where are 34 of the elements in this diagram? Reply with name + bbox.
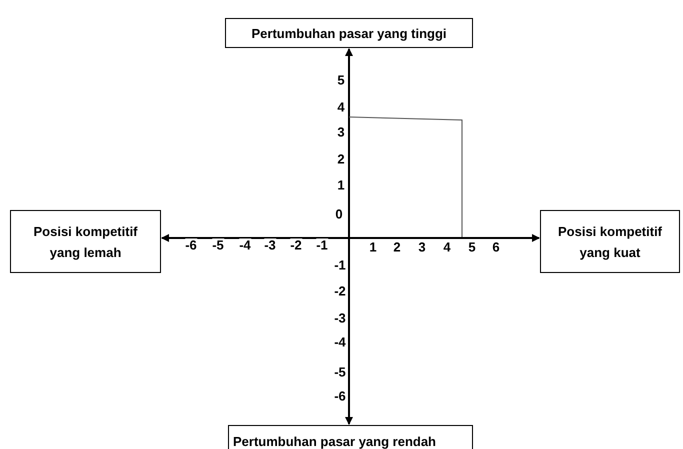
x-axis-arrow [161, 234, 540, 242]
tick-label: -4 [334, 336, 346, 348]
box-text: Posisi kompetitif yang kuat [556, 222, 664, 262]
tick-label: 4 [337, 100, 345, 114]
tick-label: 5 [468, 240, 476, 254]
tick-label: 2 [393, 240, 401, 254]
tick-label: -6 [185, 238, 197, 252]
tick-label: 0 [335, 208, 343, 220]
label-box [10, 210, 161, 273]
tick-label: -6 [334, 390, 346, 402]
tick-label: -3 [264, 238, 276, 252]
label-box [225, 18, 473, 48]
tick-label: 5 [337, 74, 345, 86]
tick-label: 1 [337, 178, 345, 192]
tick-label: -2 [334, 284, 346, 298]
tick-label: -1 [334, 258, 346, 272]
tick-label: -2 [290, 238, 302, 252]
tick-label: -3 [334, 312, 346, 324]
tick-label: 3 [337, 126, 345, 138]
tick-label: 2 [337, 152, 345, 166]
label-box [540, 210, 680, 273]
box-text: Pertumbuhan pasar yang tinggi [251, 24, 447, 43]
tick-label: 3 [418, 240, 426, 254]
tick-label: -4 [239, 238, 251, 252]
tick-label: -1 [316, 238, 328, 252]
tick-label: 6 [492, 240, 500, 254]
label-box [228, 425, 473, 449]
tick-label: -5 [334, 366, 346, 378]
y-axis-arrow [345, 48, 353, 425]
tick-label: 1 [369, 240, 377, 254]
tick-label: 4 [443, 240, 451, 254]
box-text: Posisi kompetitif yang lemah [32, 222, 139, 262]
box-text: Pertumbuhan pasar yang rendah [233, 433, 436, 449]
tick-label: -5 [212, 238, 224, 252]
